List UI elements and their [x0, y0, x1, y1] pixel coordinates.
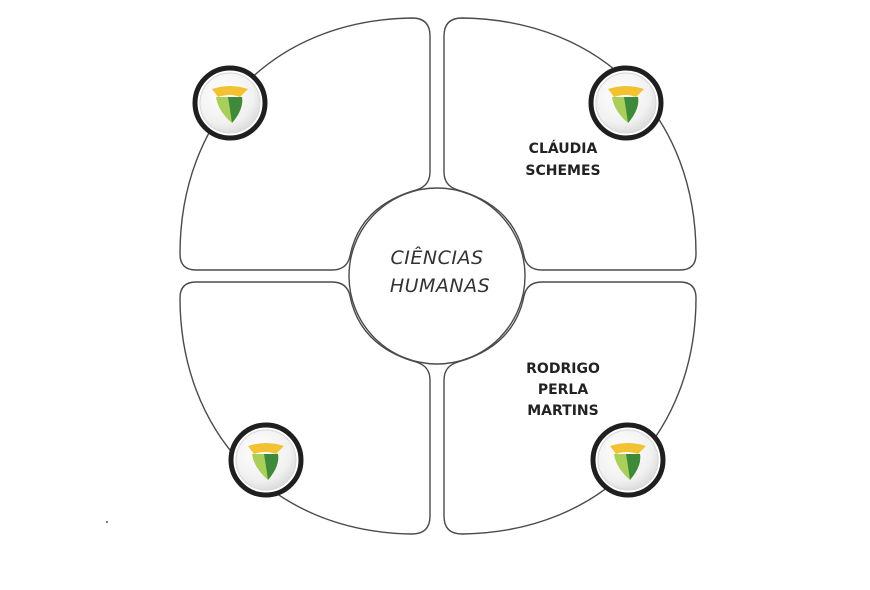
badge-top-right [588, 65, 664, 141]
shield-logo-icon [248, 443, 284, 480]
badge-bottom-right [590, 422, 666, 498]
shield-logo-icon [608, 86, 644, 123]
name-label-claudia-line2: SCHEMES [525, 163, 600, 179]
badge-top-left [192, 65, 268, 141]
center-circle [348, 187, 526, 365]
stray-dot [106, 521, 108, 523]
center-title-line2: HUMANAS [390, 275, 490, 297]
badge-bottom-left [228, 422, 304, 498]
name-label-claudia-line1: CLÁUDIA [529, 140, 598, 157]
name-label-rodrigo-line2: PERLA [538, 382, 589, 398]
name-label-rodrigo-line3: MARTINS [527, 403, 598, 419]
quadrant-bottom-right [443, 281, 697, 535]
center-title-line1: CIÊNCIAS [390, 246, 483, 269]
shield-logo-icon [212, 86, 248, 123]
quadrant-bottom-left [179, 281, 431, 535]
name-label-rodrigo-line1: RODRIGO [526, 361, 600, 377]
shield-logo-icon [610, 443, 646, 480]
